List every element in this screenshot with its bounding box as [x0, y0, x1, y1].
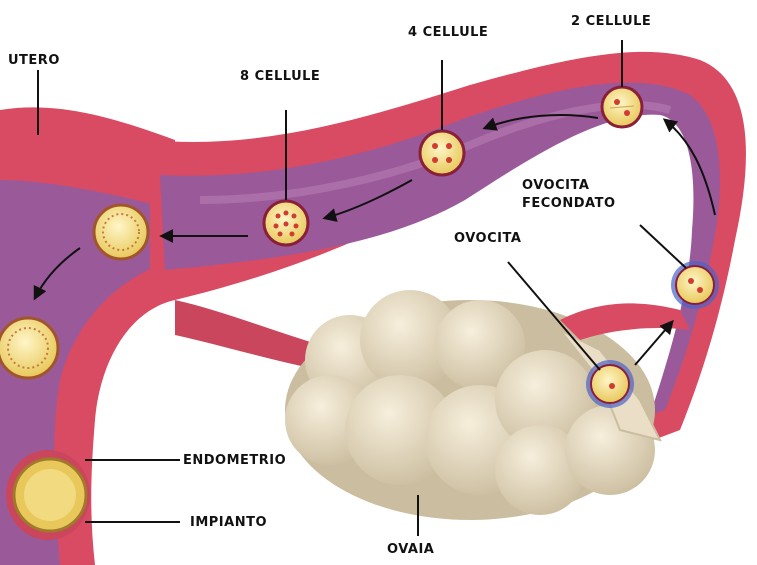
label-ovaia: OVAIA — [387, 542, 435, 557]
cell-morula — [92, 203, 150, 261]
cell-4-cellule — [418, 129, 466, 177]
implantation-site — [6, 450, 90, 540]
cell-8-cellule — [262, 199, 310, 247]
cell-ovocita — [586, 360, 634, 408]
leader-lines — [37, 40, 687, 536]
ovarian-ligament — [175, 300, 320, 370]
arrow-ovocita-to-fecondato — [634, 319, 674, 366]
leader-ovocita — [507, 261, 601, 371]
label-ovocita: OVOCITA — [454, 231, 522, 246]
flow-arrows — [33, 114, 716, 366]
label-ovocita-fecondato-line1: OVOCITA — [522, 178, 590, 193]
label-2-cellule: 2 CELLULE — [571, 14, 652, 29]
cell-2-cellule — [600, 85, 644, 129]
label-4-cellule: 4 CELLULE — [408, 25, 489, 40]
label-endometrio: ENDOMETRIO — [183, 453, 287, 468]
label-impianto: IMPIANTO — [190, 515, 267, 530]
arrow-fecondato-to-2-cellule — [662, 118, 716, 216]
ovary — [285, 290, 662, 520]
fimbriae — [560, 303, 690, 340]
leader-ovocita-fecondato — [639, 224, 687, 269]
arrow-morula-to-blastocyst — [33, 247, 81, 301]
arrow-2-to-4-cellule — [482, 114, 599, 131]
arrow-4-to-8-cellule — [322, 179, 413, 222]
fallopian-tube-wall — [150, 51, 746, 446]
cell-blastocyst — [0, 316, 60, 380]
label-ovocita-fecondato-line2: FECONDATO — [522, 196, 616, 211]
label-utero: UTERO — [8, 53, 60, 68]
cell-ovocita-fecondato — [671, 261, 719, 309]
label-8-cellule: 8 CELLULE — [240, 69, 321, 84]
